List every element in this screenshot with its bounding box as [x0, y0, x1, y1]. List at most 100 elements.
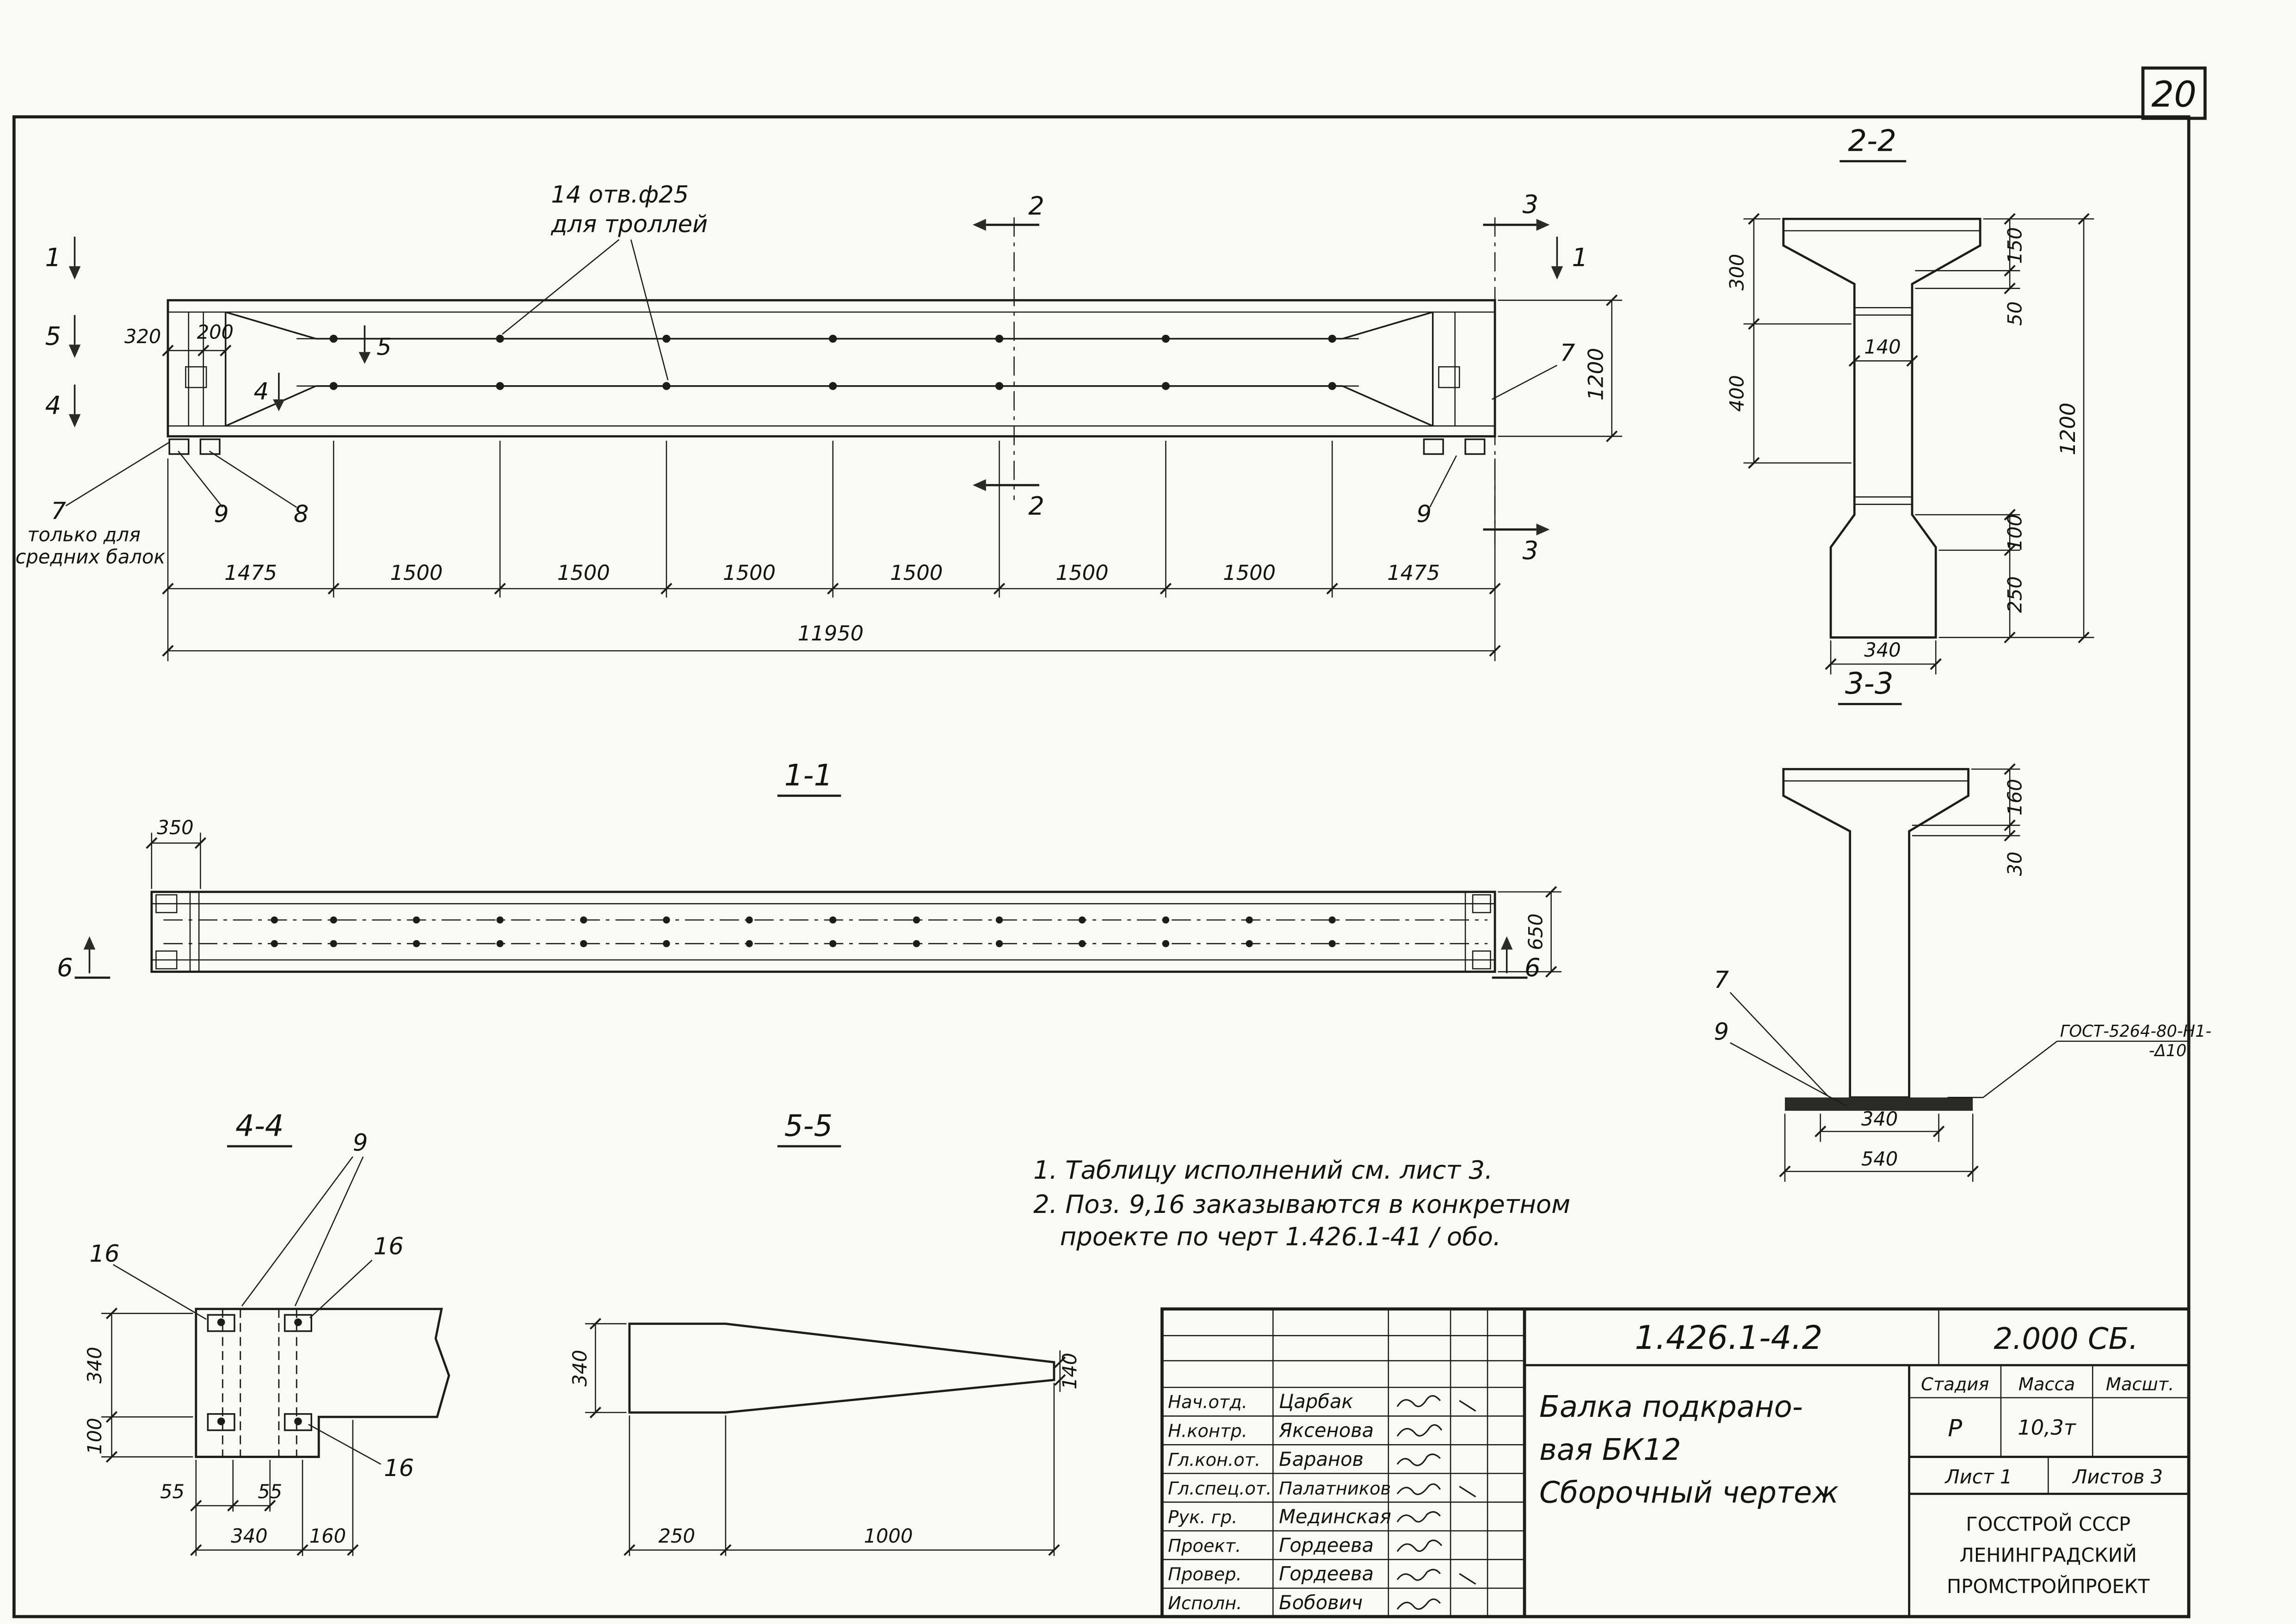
- marker-2-top: 2: [1028, 191, 1044, 221]
- dim-1500-3: 1500: [723, 560, 776, 585]
- dim-1500-2: 1500: [557, 560, 610, 585]
- dim-160-s33: 160: [2004, 779, 2026, 815]
- marker-3-top: 3: [1523, 190, 1539, 219]
- tb-role-1: Н.контр.: [1168, 1421, 1247, 1441]
- weld-spec-line1: ГОСТ-5264-80-Н1-: [2060, 1022, 2211, 1041]
- note-line-3: проекте по черт 1.426.1-41 / обо.: [1060, 1222, 1501, 1251]
- dim-1000-s55: 1000: [864, 1525, 913, 1547]
- section-3-3-title: 3-3: [1845, 667, 1893, 701]
- dim-total-11950: 11950: [798, 621, 864, 646]
- section-4-4-title: 4-4: [235, 1109, 284, 1143]
- dim-400: 400: [1725, 375, 1748, 412]
- dim-340-s44-v: 340: [83, 1347, 106, 1384]
- section-2-2-title: 2-2: [1848, 124, 1896, 158]
- tb-org-line3: ПРОМСТРОЙПРОЕКТ: [1947, 1575, 2150, 1598]
- callout-7-right: 7: [1560, 339, 1575, 367]
- holes-note-line1: 14 отв.ф25: [551, 181, 689, 209]
- section-5-5: 5-5 340 140 250 1000: [568, 1109, 1081, 1556]
- tb-role-4: Рук. гр.: [1168, 1507, 1237, 1528]
- sheet-number: 20: [2151, 74, 2197, 115]
- dim-1500-6: 1500: [1223, 560, 1276, 585]
- section-5-5-title: 5-5: [784, 1109, 833, 1143]
- tb-stage-label: Стадия: [1921, 1374, 1989, 1395]
- dim-1200-section: 1200: [2055, 403, 2080, 455]
- dim-300: 300: [1725, 254, 1748, 290]
- tb-role-3: Гл.спец.от.: [1168, 1478, 1271, 1499]
- dim-320: 320: [124, 325, 161, 348]
- title-block: Нач.отд. Царбак Н.контр. Яксенова Гл.кон…: [1160, 1307, 2191, 1618]
- section-2-2: 2-2 300 400 150 50: [1725, 124, 2094, 675]
- dim-250-s55: 250: [659, 1525, 695, 1547]
- tb-title-line1: Балка подкрано-: [1539, 1390, 1803, 1424]
- tb-scale-label: Масшт.: [2106, 1374, 2174, 1395]
- marker-4-left: 4: [45, 391, 61, 420]
- dim-1500-5: 1500: [1056, 560, 1109, 585]
- note-line-2: 2. Поз. 9,16 заказываются в конкретном: [1033, 1190, 1570, 1219]
- dim-250: 250: [2004, 576, 2026, 613]
- dim-100: 100: [2004, 514, 2026, 551]
- tb-role-2: Гл.кон.от.: [1168, 1450, 1260, 1470]
- callout-7-left: 7: [51, 498, 66, 525]
- callout-7-s33: 7: [1714, 967, 1729, 994]
- dim-100-s44: 100: [83, 1418, 106, 1454]
- dim-55-b: 55: [258, 1480, 282, 1503]
- dim-1475-left: 1475: [224, 560, 277, 585]
- main-elevation-dimensions: 1475 1500 1500 1500 1500 1500 1500 1475 …: [124, 294, 1623, 661]
- dim-200: 200: [197, 320, 234, 343]
- tb-title-line3: Сборочный чертеж: [1539, 1476, 1839, 1510]
- tb-role-6: Провер.: [1168, 1564, 1241, 1585]
- sheet-frame: 20: [12, 66, 2207, 1618]
- dim-1200-main: 1200: [1584, 348, 1608, 400]
- callout-16-right: 16: [374, 1233, 404, 1260]
- tb-name-7: Бобович: [1279, 1591, 1363, 1614]
- section-4-4: 4-4 340 100 55: [83, 1109, 451, 1556]
- notes: 1. Таблицу исполнений см. лист 3. 2. Поз…: [1033, 1156, 1570, 1251]
- main-elevation-linework: [167, 217, 1496, 545]
- section-3-3: 3-3 160 30 7 9 ГОСТ-5264-80-Н1- -Δ10: [1714, 667, 2211, 1182]
- left-foot-plate-2: [199, 438, 221, 455]
- marker-2-bottom: 2: [1028, 492, 1044, 521]
- dim-1500-4: 1500: [890, 560, 943, 585]
- dim-350: 350: [157, 816, 193, 839]
- base-plate: [1784, 1097, 1973, 1111]
- dim-340-s44-h: 340: [231, 1525, 267, 1547]
- tb-name-6: Гордеева: [1279, 1562, 1374, 1585]
- dim-50: 50: [2004, 301, 2026, 326]
- tb-name-4: Мединская: [1279, 1505, 1391, 1528]
- callout-16-left: 16: [89, 1240, 119, 1267]
- tb-name-3: Палатников: [1279, 1478, 1391, 1499]
- dim-340-s22: 340: [1864, 639, 1901, 661]
- tb-name-0: Царбак: [1279, 1390, 1353, 1413]
- marker-1-right: 1: [1572, 243, 1588, 272]
- dim-540-s33: 540: [1861, 1147, 1898, 1170]
- callout-9-s33: 9: [1714, 1019, 1729, 1046]
- marker-5-inside: 5: [376, 334, 392, 361]
- right-foot-plate-2: [1464, 438, 1486, 455]
- sheet-number-box: [2141, 66, 2207, 120]
- tb-name-2: Баранов: [1279, 1448, 1364, 1470]
- dim-1475-right: 1475: [1387, 560, 1440, 585]
- marker-4-inside: 4: [253, 378, 269, 406]
- tb-stage-value: Р: [1948, 1415, 1962, 1442]
- marker-1-left: 1: [45, 243, 61, 272]
- tb-doc-number: 1.426.1-4.2: [1635, 1319, 1823, 1357]
- callout-8-left: 8: [294, 501, 309, 528]
- tb-mass-value: 10,3т: [2018, 1415, 2077, 1440]
- dim-650: 650: [1524, 913, 1547, 950]
- tb-sheet-label: Лист 1: [1944, 1465, 2012, 1488]
- dim-55-a: 55: [160, 1480, 185, 1503]
- tb-doc-code: 2.000 СБ.: [1994, 1322, 2138, 1356]
- weld-spec-line2: -Δ10: [2149, 1041, 2187, 1060]
- dim-1500-1: 1500: [390, 560, 443, 585]
- section-1-1: 1-1 350: [57, 758, 1562, 982]
- tb-mass-label: Масса: [2018, 1374, 2075, 1395]
- marker-3-bottom: 3: [1523, 536, 1539, 565]
- callout-9-right: 9: [1417, 501, 1432, 528]
- main-elevation-annotations: 14 отв.ф25 для троллей 1 5 4 5 4 1 2 2 3…: [16, 181, 1588, 568]
- marker-5-left: 5: [45, 321, 61, 351]
- dim-340-s55: 340: [568, 1350, 591, 1386]
- dim-140-s55: 140: [1058, 1353, 1081, 1389]
- marker-6-left: 6: [57, 953, 73, 982]
- tb-role-0: Нач.отд.: [1168, 1392, 1247, 1413]
